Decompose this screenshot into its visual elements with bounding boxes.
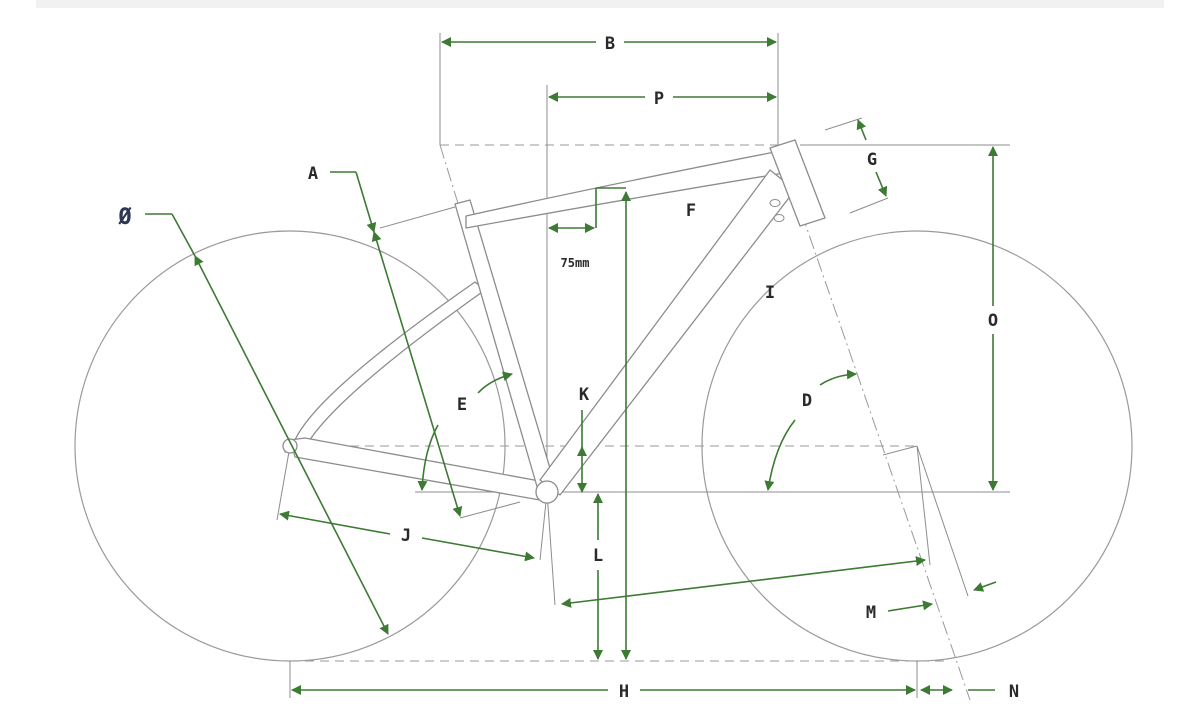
front-center-ref-line bbox=[546, 491, 556, 606]
label-m: M bbox=[866, 603, 876, 623]
chainstay-ref-line bbox=[276, 445, 291, 521]
top-bar bbox=[36, 0, 1164, 8]
chain-stay bbox=[289, 437, 546, 501]
label-e: E bbox=[457, 395, 467, 415]
label-n: N bbox=[1009, 682, 1019, 702]
dim-a-top bbox=[355, 171, 377, 233]
seat-ref-line bbox=[459, 501, 521, 519]
bottle-boss-1 bbox=[769, 199, 781, 207]
head-top-ref-line bbox=[824, 117, 863, 131]
dim-m-arrow-2 bbox=[973, 581, 997, 592]
bottle-boss-2 bbox=[773, 214, 785, 222]
fork-offset-line-2 bbox=[916, 445, 969, 597]
dim-g-top bbox=[856, 119, 867, 141]
dim-front-center-arrow bbox=[561, 556, 926, 608]
dim-phi-arrow bbox=[194, 255, 389, 635]
fork-offset-line-3 bbox=[916, 445, 931, 566]
head-tube bbox=[769, 139, 826, 227]
label-l: L bbox=[593, 546, 603, 566]
head-bottom-ref-line bbox=[849, 197, 889, 214]
label-i: I bbox=[765, 283, 775, 303]
dim-j-right bbox=[421, 537, 535, 562]
bike-frame bbox=[282, 139, 826, 504]
dim-e-arc-bottom bbox=[417, 424, 439, 491]
label-b: B bbox=[605, 34, 615, 54]
label-o: O bbox=[988, 311, 998, 331]
label-wheel-diameter: Ø bbox=[117, 205, 132, 230]
dim-m-arrow bbox=[887, 600, 933, 612]
dim-g-bottom bbox=[875, 171, 888, 197]
steer-axis-line bbox=[777, 144, 971, 701]
label-75mm: 75mm bbox=[561, 256, 590, 270]
seat-top-ref-line bbox=[379, 206, 456, 229]
label-p: P bbox=[654, 89, 664, 109]
bottom-bracket bbox=[535, 480, 559, 504]
label-h: H bbox=[619, 682, 629, 702]
dim-phi-bend bbox=[171, 213, 196, 257]
dim-d-arc-top bbox=[819, 369, 857, 386]
label-g: G bbox=[867, 150, 877, 170]
label-d: D bbox=[802, 391, 812, 411]
dim-e-arc-top bbox=[477, 371, 513, 394]
dim-d-arc-bottom bbox=[764, 419, 796, 491]
label-k: K bbox=[579, 385, 590, 405]
fork-offset-line-1 bbox=[882, 445, 918, 456]
label-a: A bbox=[308, 164, 318, 184]
seat-stay bbox=[284, 281, 486, 453]
label-f: F bbox=[686, 201, 696, 221]
dim-j-left bbox=[279, 510, 391, 535]
label-j: J bbox=[401, 526, 411, 546]
